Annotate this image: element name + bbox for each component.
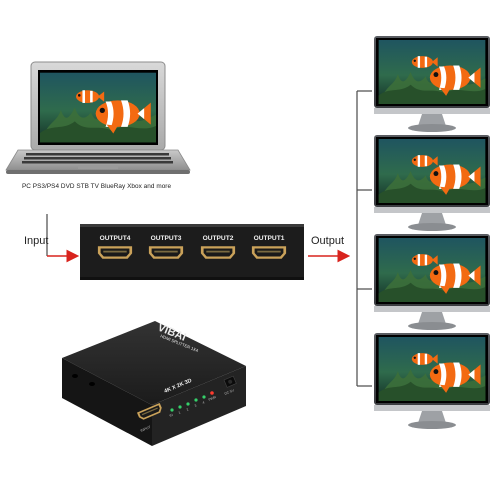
input-label: Input: [24, 235, 49, 247]
port-label-output1: OUTPUT1: [254, 235, 285, 242]
splitter-front-panel: OUTPUT4 OUTPUT3 OUTPUT2 OUTPUT1: [80, 224, 304, 280]
hdmi-port-icon: [148, 246, 184, 259]
monitor-icon: [374, 234, 490, 330]
led-label-4: 4: [202, 400, 205, 404]
port-label-output2: OUTPUT2: [203, 235, 234, 242]
monitor-icon: [374, 333, 490, 429]
input-port-label: INPUT: [140, 425, 152, 433]
port-label-output3: OUTPUT3: [151, 235, 182, 242]
hdmi-port-icon: [97, 246, 133, 259]
led-label-in: IN: [169, 413, 174, 418]
keyboard: [22, 153, 173, 164]
led-in-icon: [170, 408, 174, 412]
hdmi-port-icon: [251, 246, 287, 259]
status-leds: [170, 391, 214, 412]
monitor-icon: [374, 135, 490, 231]
monitor-stack: [374, 36, 490, 429]
led-4-icon: [202, 395, 206, 399]
led-power-icon: [210, 391, 214, 395]
dc-power-jack-icon: [223, 375, 237, 388]
hdmi-port-icon: [200, 246, 236, 259]
led-label-2: 2: [186, 407, 189, 411]
led-3-icon: [194, 398, 198, 402]
output-label: Output: [311, 235, 345, 247]
led-1-icon: [178, 405, 182, 409]
port-label-output4: OUTPUT4: [100, 235, 131, 242]
led-label-1: 1: [178, 410, 181, 414]
led-2-icon: [186, 402, 190, 406]
led-label-3: 3: [194, 403, 197, 407]
led-label-pwr: PWR: [208, 395, 217, 402]
connector-lines: [46, 90, 372, 387]
source-devices-caption: PC PS3/PS4 DVD STB TV BlueRay Xbox and m…: [22, 183, 172, 190]
splitter-3d-device: VIBAI HDMI SPLITTER 1X4 4K X 2K 3D INPUT…: [62, 321, 246, 446]
laptop-screen-image: [40, 72, 156, 143]
power-label: DC 5V: [224, 388, 235, 396]
monitor-icon: [374, 36, 490, 132]
laptop-icon: [5, 61, 191, 174]
